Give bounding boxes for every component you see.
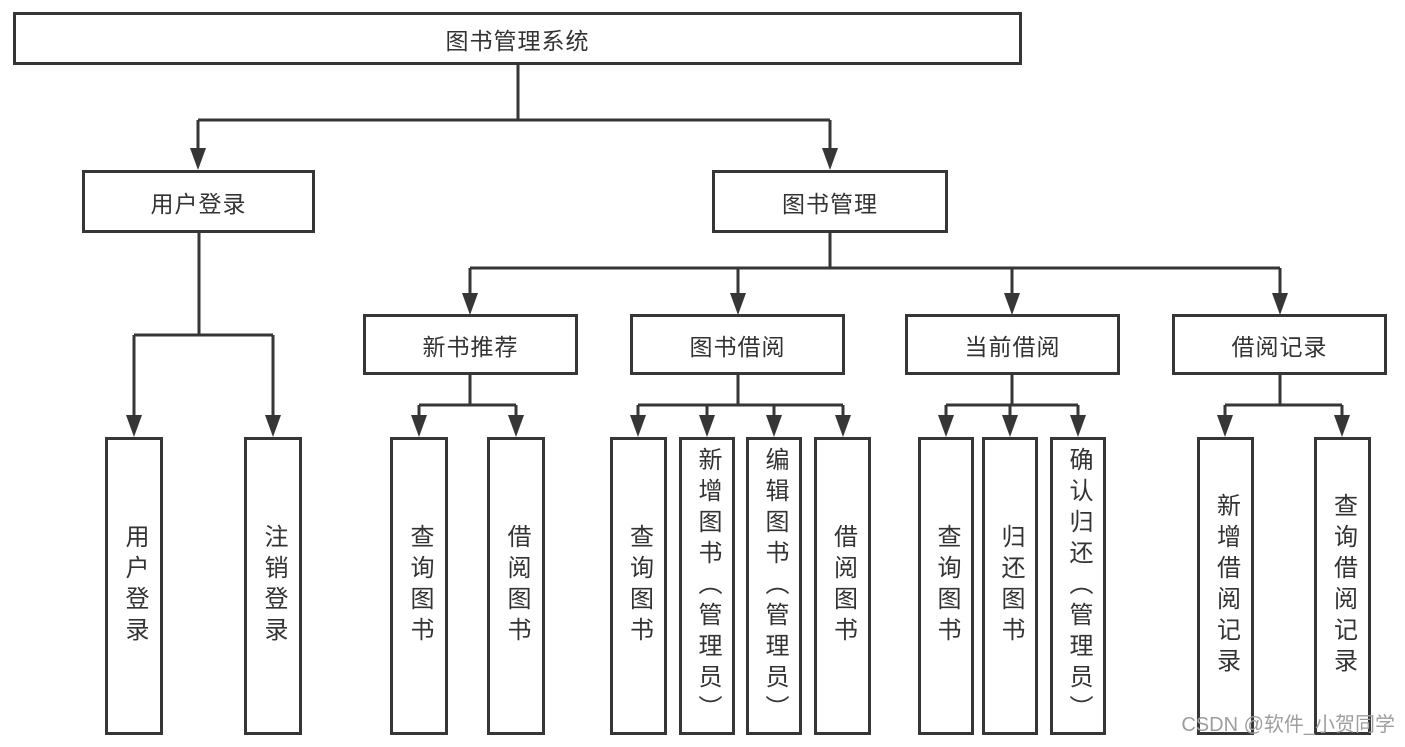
- node-label: 图书管理系统: [445, 27, 590, 54]
- arrow-down-icon: [938, 415, 954, 437]
- node-label: 确认归还（管理员）: [1065, 446, 1092, 726]
- arrow-down-icon: [1070, 415, 1086, 437]
- node-label: 新增借阅记录: [1212, 493, 1240, 679]
- diagram-leaf-borrow-books-recommend: 借阅图书: [487, 437, 545, 735]
- arrow-down-icon: [462, 293, 478, 315]
- arrow-down-icon: [766, 415, 782, 437]
- connector-borrow-record-to-leaves: [1217, 375, 1350, 437]
- diagram-node-book-borrow: 图书借阅: [630, 314, 845, 375]
- connector-book-borrow-to-leaves: [630, 375, 851, 437]
- arrow-down-icon: [730, 293, 746, 315]
- node-label: 借阅图书: [503, 524, 530, 648]
- node-label: 用户登录: [150, 190, 247, 217]
- diagram-leaf-add-borrow-record: 新增借阅记录: [1197, 437, 1254, 735]
- diagram-node-borrow-record: 借阅记录: [1172, 314, 1387, 375]
- arrow-down-icon: [265, 415, 281, 437]
- arrow-down-icon: [630, 415, 646, 437]
- arrow-down-icon: [1272, 293, 1288, 315]
- connector-book-mgmt-to-level3: [462, 232, 1288, 315]
- node-label: 归还图书: [997, 524, 1024, 648]
- node-label: 新书推荐: [422, 333, 519, 360]
- node-label: 注销登录: [260, 524, 287, 648]
- arrow-down-icon: [699, 415, 715, 437]
- node-label: 编辑图书（管理员）: [761, 446, 788, 726]
- arrow-down-icon: [835, 415, 851, 437]
- arrow-down-icon: [411, 415, 427, 437]
- connector-new-book-to-leaves: [411, 375, 524, 437]
- diagram-leaf-add-books-admin: 新增图书（管理员）: [679, 437, 735, 735]
- arrow-down-icon: [1217, 415, 1233, 437]
- connector-current-borrow-to-leaves: [938, 375, 1086, 437]
- connector-user-login-to-leaves: [126, 232, 281, 437]
- node-label: 新增图书（管理员）: [694, 446, 721, 726]
- diagram-node-current-borrow: 当前借阅: [905, 314, 1120, 375]
- diagram-leaf-logout: 注销登录: [244, 437, 302, 735]
- diagram-node-root: 图书管理系统: [13, 12, 1022, 65]
- csdn-watermark: CSDN @软件_小贺同学: [1181, 714, 1395, 736]
- node-label: 查询图书: [933, 524, 960, 648]
- node-label: 图书借阅: [689, 333, 786, 360]
- node-label: 当前借阅: [964, 333, 1061, 360]
- diagram-leaf-edit-books-admin: 编辑图书（管理员）: [746, 437, 802, 735]
- diagram-node-book-management: 图书管理: [712, 170, 948, 233]
- diagram-leaf-return-books: 归还图书: [982, 437, 1038, 735]
- diagram-leaf-query-books-current: 查询图书: [918, 437, 974, 735]
- arrow-down-icon: [1334, 415, 1350, 437]
- arrow-down-icon: [508, 415, 524, 437]
- diagram-leaf-confirm-return-admin: 确认归还（管理员）: [1050, 437, 1106, 735]
- diagram-node-user-login: 用户登录: [82, 170, 315, 233]
- connector-root-to-level2: [190, 65, 838, 170]
- node-label: 图书管理: [782, 190, 878, 217]
- node-label: 查询借阅记录: [1329, 493, 1357, 679]
- arrow-down-icon: [822, 148, 838, 170]
- arrow-down-icon: [126, 415, 142, 437]
- arrow-down-icon: [1004, 293, 1020, 315]
- arrow-down-icon: [1002, 415, 1018, 437]
- diagram-leaf-user-login: 用户登录: [105, 437, 163, 735]
- diagram-leaf-query-books-recommend: 查询图书: [390, 437, 448, 735]
- diagram-node-new-book-recommend: 新书推荐: [363, 314, 578, 375]
- diagram-leaf-borrow-books: 借阅图书: [814, 437, 871, 735]
- diagram-leaf-query-books-borrow: 查询图书: [610, 437, 667, 735]
- arrow-down-icon: [190, 148, 206, 170]
- node-label: 查询图书: [625, 524, 653, 648]
- node-label: 借阅记录: [1231, 333, 1328, 360]
- node-label: 用户登录: [121, 524, 148, 648]
- node-label: 查询图书: [406, 524, 433, 648]
- node-label: 借阅图书: [829, 524, 857, 648]
- diagram-leaf-query-borrow-record: 查询借阅记录: [1314, 437, 1371, 735]
